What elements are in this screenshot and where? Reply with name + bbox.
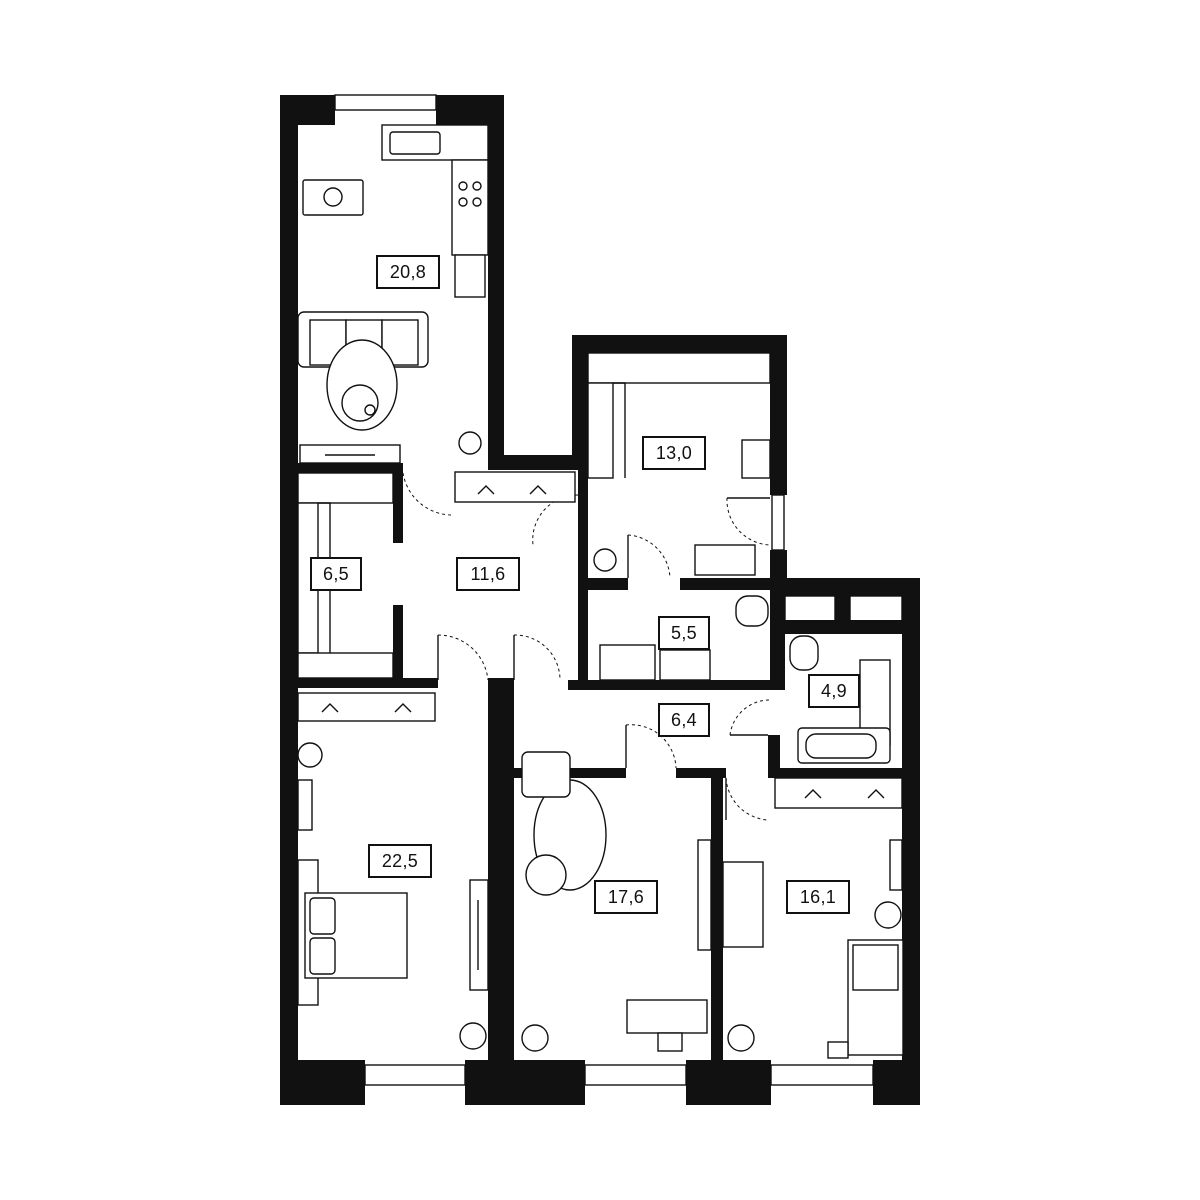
walls: [280, 94, 920, 1105]
doors: [402, 472, 771, 821]
hall-closet: [454, 471, 576, 503]
area-label-bathroom: 4,9: [808, 674, 860, 708]
area-label-hall: 11,6: [456, 557, 520, 591]
area-label-bedroom-middle: 17,6: [594, 880, 658, 914]
area-label-bathroom-small: 5,5: [658, 616, 710, 650]
area-label-dressing-room-left: 6,5: [310, 557, 362, 591]
left-wardrobe: [297, 472, 394, 679]
right-wardrobe: [587, 352, 771, 576]
area-label-kitchen-living: 20,8: [376, 255, 440, 289]
kitchen-furniture: [297, 124, 489, 464]
bathroom-fixtures: [789, 635, 891, 764]
right-bedroom-furniture: [722, 777, 904, 1059]
bathroom-small-fixtures: [599, 595, 769, 681]
master-bedroom-furniture: [297, 692, 489, 1006]
area-label-corridor: 6,4: [658, 703, 710, 737]
area-label-dressing-room-right: 13,0: [642, 436, 706, 470]
area-label-bedroom-right: 16,1: [786, 880, 850, 914]
area-label-bedroom-master: 22,5: [368, 844, 432, 878]
middle-bedroom-furniture: [521, 751, 712, 1052]
plant-icons: [364, 404, 755, 1052]
